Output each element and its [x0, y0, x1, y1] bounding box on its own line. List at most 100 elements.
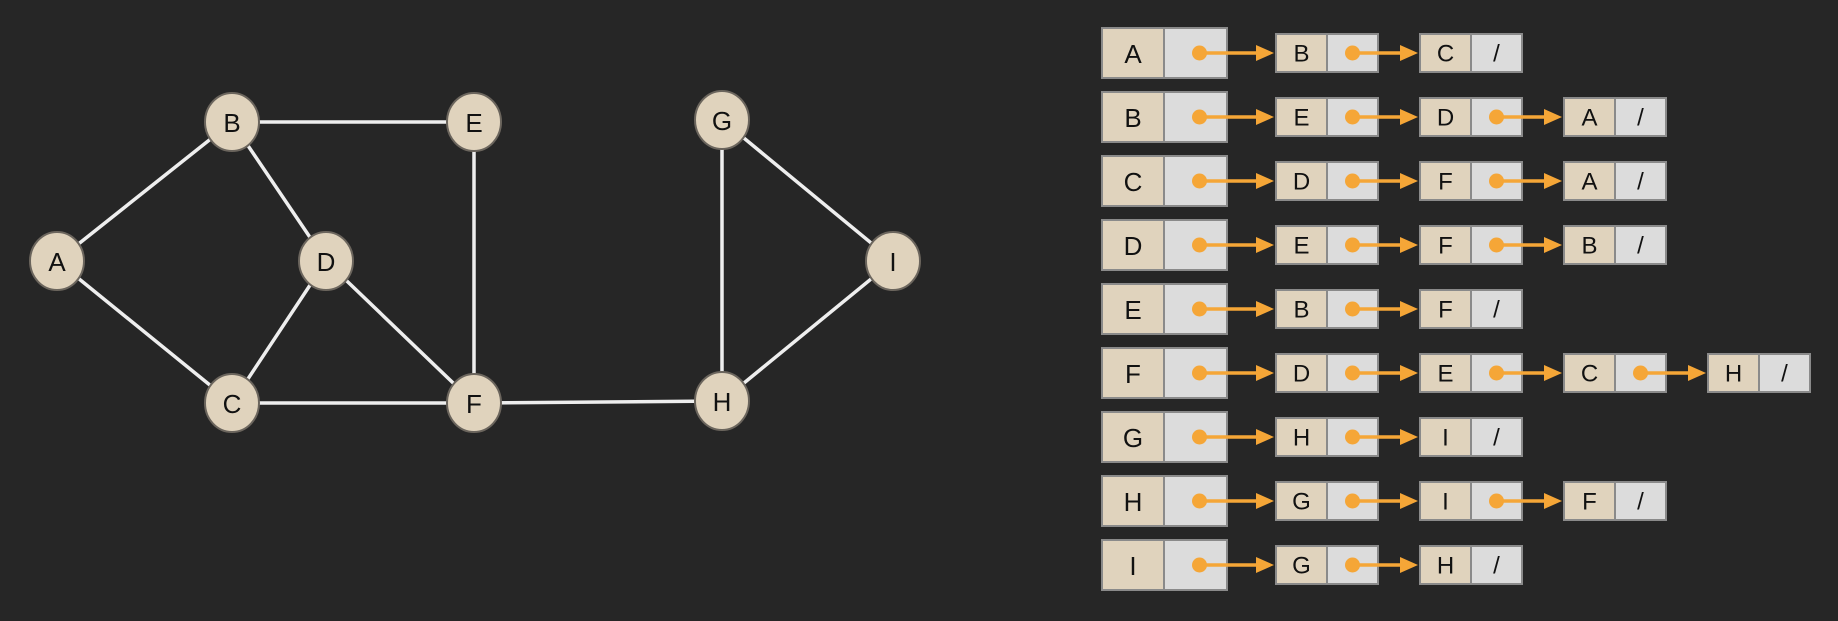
list-node-value-cell — [1563, 225, 1616, 265]
pointer-arrow — [1192, 557, 1274, 573]
pointer-arrow — [1489, 493, 1562, 509]
list-node: B/ — [1563, 225, 1667, 265]
graph-node-c: C — [204, 373, 260, 433]
head-vertex-cell — [1101, 219, 1165, 271]
node-label: H — [713, 387, 732, 417]
list-node-next-cell — [1470, 417, 1523, 457]
list-node: I/ — [1419, 417, 1523, 457]
pointer-arrow — [1345, 365, 1418, 381]
node-circle — [694, 371, 750, 431]
node-label: A — [48, 247, 66, 277]
pointer-arrow — [1192, 429, 1274, 445]
pointer-arrow — [1192, 301, 1274, 317]
list-node-value-cell — [1563, 481, 1616, 521]
graph-node-f: F — [446, 373, 502, 433]
pointer-arrow — [1345, 301, 1418, 317]
null-marker: / — [1781, 361, 1788, 388]
list-node-value: H — [1437, 553, 1454, 580]
list-node-value: C — [1581, 361, 1598, 388]
list-node-value: E — [1293, 233, 1309, 260]
pointer-arrow — [1345, 493, 1418, 509]
list-node-value-cell — [1419, 225, 1472, 265]
list-node: F/ — [1563, 481, 1667, 521]
pointer-arrow — [1489, 109, 1562, 125]
graph-node-g: G — [694, 90, 750, 150]
list-node-value-cell — [1275, 33, 1328, 73]
list-node: F/ — [1419, 289, 1523, 329]
head-vertex-cell — [1101, 411, 1165, 463]
list-node-value-cell — [1707, 353, 1760, 393]
null-marker: / — [1493, 553, 1500, 580]
list-node-value: D — [1293, 361, 1310, 388]
node-circle — [204, 92, 260, 152]
list-node-value: G — [1292, 553, 1311, 580]
list-node-value-cell — [1275, 97, 1328, 137]
pointer-arrow — [1345, 45, 1418, 61]
head-vertex-label: I — [1129, 551, 1136, 581]
edge-h-i — [720, 259, 895, 403]
head-vertex-cell — [1101, 91, 1165, 143]
list-node-value: H — [1725, 361, 1742, 388]
pointer-arrow — [1192, 173, 1274, 189]
edge-g-i — [720, 118, 895, 263]
list-node-value-cell — [1419, 417, 1472, 457]
list-node: D — [1275, 353, 1379, 393]
pointer-arrow — [1345, 237, 1418, 253]
list-node-next-cell — [1614, 225, 1667, 265]
pointer-arrow — [1192, 45, 1274, 61]
list-node: E — [1275, 225, 1379, 265]
list-node-value-cell — [1275, 545, 1328, 585]
node-label: B — [223, 108, 240, 138]
null-marker: / — [1637, 169, 1644, 196]
pointer-arrow — [1345, 557, 1418, 573]
edge-a-c — [55, 259, 234, 405]
null-marker: / — [1637, 489, 1644, 516]
node-label: C — [223, 389, 242, 419]
list-node: A/ — [1563, 97, 1667, 137]
node-label: F — [466, 389, 482, 419]
list-node-value: B — [1581, 233, 1597, 260]
head-vertex-cell — [1101, 27, 1165, 79]
null-marker: / — [1493, 425, 1500, 452]
list-node-value: C — [1437, 41, 1454, 68]
list-node: H/ — [1707, 353, 1811, 393]
list-node-value: B — [1293, 41, 1309, 68]
graph-node-b: B — [204, 92, 260, 152]
list-node-value-cell — [1419, 97, 1472, 137]
node-circle — [446, 373, 502, 433]
head-vertex-label: F — [1125, 359, 1141, 389]
list-node-value: E — [1437, 361, 1453, 388]
list-node-value-cell — [1275, 481, 1328, 521]
pointer-arrow — [1489, 237, 1562, 253]
node-label: D — [317, 247, 336, 277]
list-node: F — [1419, 161, 1523, 201]
node-circle — [865, 231, 921, 291]
head-vertex-cell — [1101, 155, 1165, 207]
graph-node-e: E — [446, 92, 502, 152]
list-node-value: I — [1442, 425, 1449, 452]
pointer-arrow — [1345, 173, 1418, 189]
pointer-arrow — [1192, 493, 1274, 509]
head-vertex-label: B — [1124, 103, 1141, 133]
graph-node-d: D — [298, 231, 354, 291]
null-marker: / — [1637, 105, 1644, 132]
head-vertex-label: A — [1124, 39, 1142, 69]
pointer-arrow — [1633, 365, 1706, 381]
list-node-next-cell — [1614, 161, 1667, 201]
list-node-value-cell — [1275, 225, 1328, 265]
node-circle — [29, 231, 85, 291]
list-node-value-cell — [1419, 353, 1472, 393]
list-node-next-cell — [1614, 481, 1667, 521]
list-node-value: H — [1293, 425, 1310, 452]
head-vertex-label: C — [1124, 167, 1143, 197]
list-node-value: F — [1438, 169, 1453, 196]
null-marker: / — [1493, 41, 1500, 68]
list-node-value: E — [1293, 105, 1309, 132]
pointer-arrow — [1345, 109, 1418, 125]
list-node-value: A — [1581, 105, 1597, 132]
adj-row-a: A B C / — [1101, 27, 1523, 79]
